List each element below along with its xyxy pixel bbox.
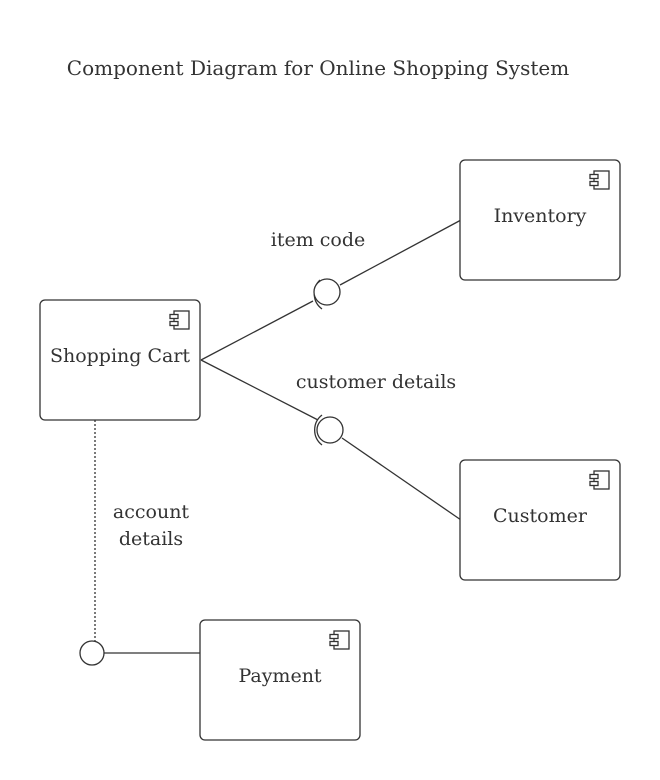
component-customer[interactable]: Customer <box>459 459 621 581</box>
customer-details-interface[interactable] <box>314 414 344 446</box>
customer-details-label: customer details <box>296 371 456 393</box>
lollipop-interface-icon <box>316 416 344 444</box>
lollipop-interface-icon <box>79 640 105 666</box>
component-payment[interactable]: Payment <box>199 619 361 741</box>
account-details-interface[interactable] <box>79 640 105 666</box>
account-details-label-line2: details <box>119 528 183 550</box>
component-box <box>459 159 621 281</box>
socket-interface-icon <box>314 414 323 446</box>
account-details-label-line1: account <box>113 501 190 523</box>
component-icon <box>329 630 350 650</box>
connector-cart-customer <box>200 359 462 521</box>
component-label-customer: Customer <box>493 505 588 527</box>
item-code-interface[interactable] <box>313 278 341 310</box>
diagram-title: Component Diagram for Online Shopping Sy… <box>67 56 569 80</box>
customer-details-to-customer-line <box>341 437 462 521</box>
lollipop-interface-icon <box>313 278 341 306</box>
cart-to-customer-details-line <box>200 359 319 421</box>
item-code-to-inventory-line <box>339 219 462 286</box>
component-label-inventory: Inventory <box>494 205 587 227</box>
component-box <box>459 459 621 581</box>
component-label-payment: Payment <box>238 665 321 687</box>
connector-cart-payment <box>94 420 201 654</box>
cart-to-item-code-line <box>200 300 314 361</box>
item-code-label: item code <box>271 229 366 251</box>
component-inventory[interactable]: Inventory <box>459 159 621 281</box>
component-icon <box>589 170 610 190</box>
connector-cart-inventory <box>200 219 462 361</box>
component-box <box>39 299 201 421</box>
component-box <box>199 619 361 741</box>
component-label-shopping-cart: Shopping Cart <box>50 345 190 367</box>
component-icon <box>169 310 190 330</box>
component-icon <box>589 470 610 490</box>
component-shopping-cart[interactable]: Shopping Cart <box>39 299 201 421</box>
